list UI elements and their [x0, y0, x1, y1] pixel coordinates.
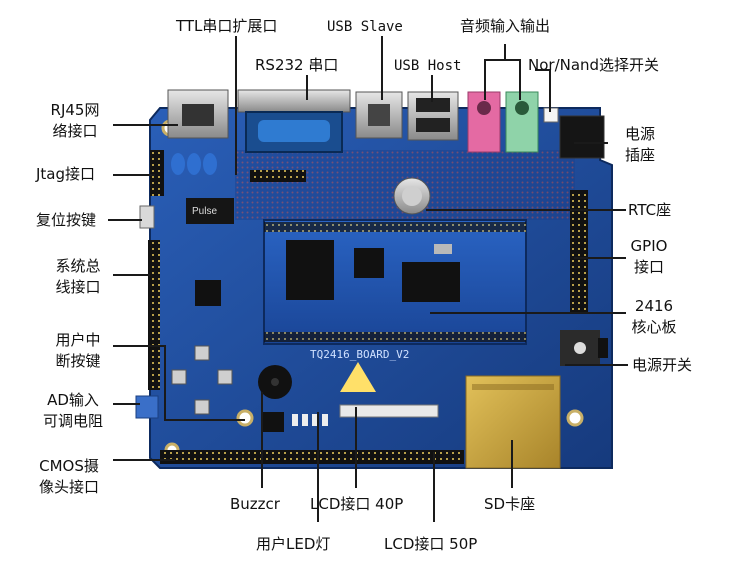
pulse-transformer: Pulse [186, 198, 234, 224]
audio-jacks [467, 91, 539, 153]
label-buzzer: Buzzcr [230, 495, 280, 513]
label-power-switch: 电源开关 [632, 356, 693, 374]
capacitors [171, 153, 217, 175]
label-cmos: CMOS摄像头接口 [38, 457, 99, 496]
system-bus-header [148, 240, 160, 390]
ttl-header [250, 170, 306, 182]
label-audio: 音频输入输出 [460, 17, 551, 35]
rtc-battery [393, 177, 431, 215]
label-power-jack: 电源插座 [624, 125, 655, 164]
label-rj45: RJ45网络接口 [50, 101, 100, 140]
label-ad-input: AD输入可调电阻 [42, 391, 103, 430]
user-leds [262, 412, 328, 432]
esd-warning-mark [340, 362, 376, 392]
label-usb-host: USB Host [394, 58, 462, 74]
label-lcd50: LCD接口 50P [384, 535, 478, 553]
leader-lines [108, 36, 628, 522]
lcd-50p-header [160, 450, 464, 464]
usb-slave-connector [355, 91, 403, 139]
label-user-interrupt: 用户中断按键 [55, 331, 101, 370]
label-user-led: 用户LED灯 [256, 535, 331, 553]
ad-potentiometer [135, 395, 159, 419]
label-reset: 复位按键 [36, 211, 97, 229]
label-lcd40: LCD接口 40P [310, 495, 404, 513]
buzzer [258, 365, 292, 399]
gpio-header [570, 190, 588, 314]
db9-connector [237, 89, 351, 153]
reset-button [139, 205, 155, 229]
label-ttl-port: TTL串口扩展口 [176, 17, 278, 35]
user-interrupt-buttons [171, 345, 233, 415]
lcd-40p-connector [339, 404, 439, 418]
label-system-bus: 系统总线接口 [55, 257, 101, 296]
usb-host-connector [407, 91, 459, 141]
core-board [263, 219, 527, 345]
label-jtag: Jtag接口 [36, 165, 96, 183]
power-jack [559, 115, 605, 159]
rj45-jack [167, 89, 229, 139]
power-switch [560, 330, 608, 366]
pulse-chip-label: Pulse [192, 206, 217, 217]
label-sd: SD卡座 [484, 495, 536, 513]
phy-chip [195, 280, 221, 306]
board-silkscreen: TQ2416_BOARD_V2 [310, 348, 409, 361]
label-rs232: RS232 串口 [255, 56, 339, 74]
jtag-header [150, 150, 164, 196]
label-nor-nand: Nor/Nand选择开关 [528, 56, 660, 74]
label-usb-slave: USB Slave [327, 19, 403, 35]
label-rtc: RTC座 [628, 201, 672, 219]
